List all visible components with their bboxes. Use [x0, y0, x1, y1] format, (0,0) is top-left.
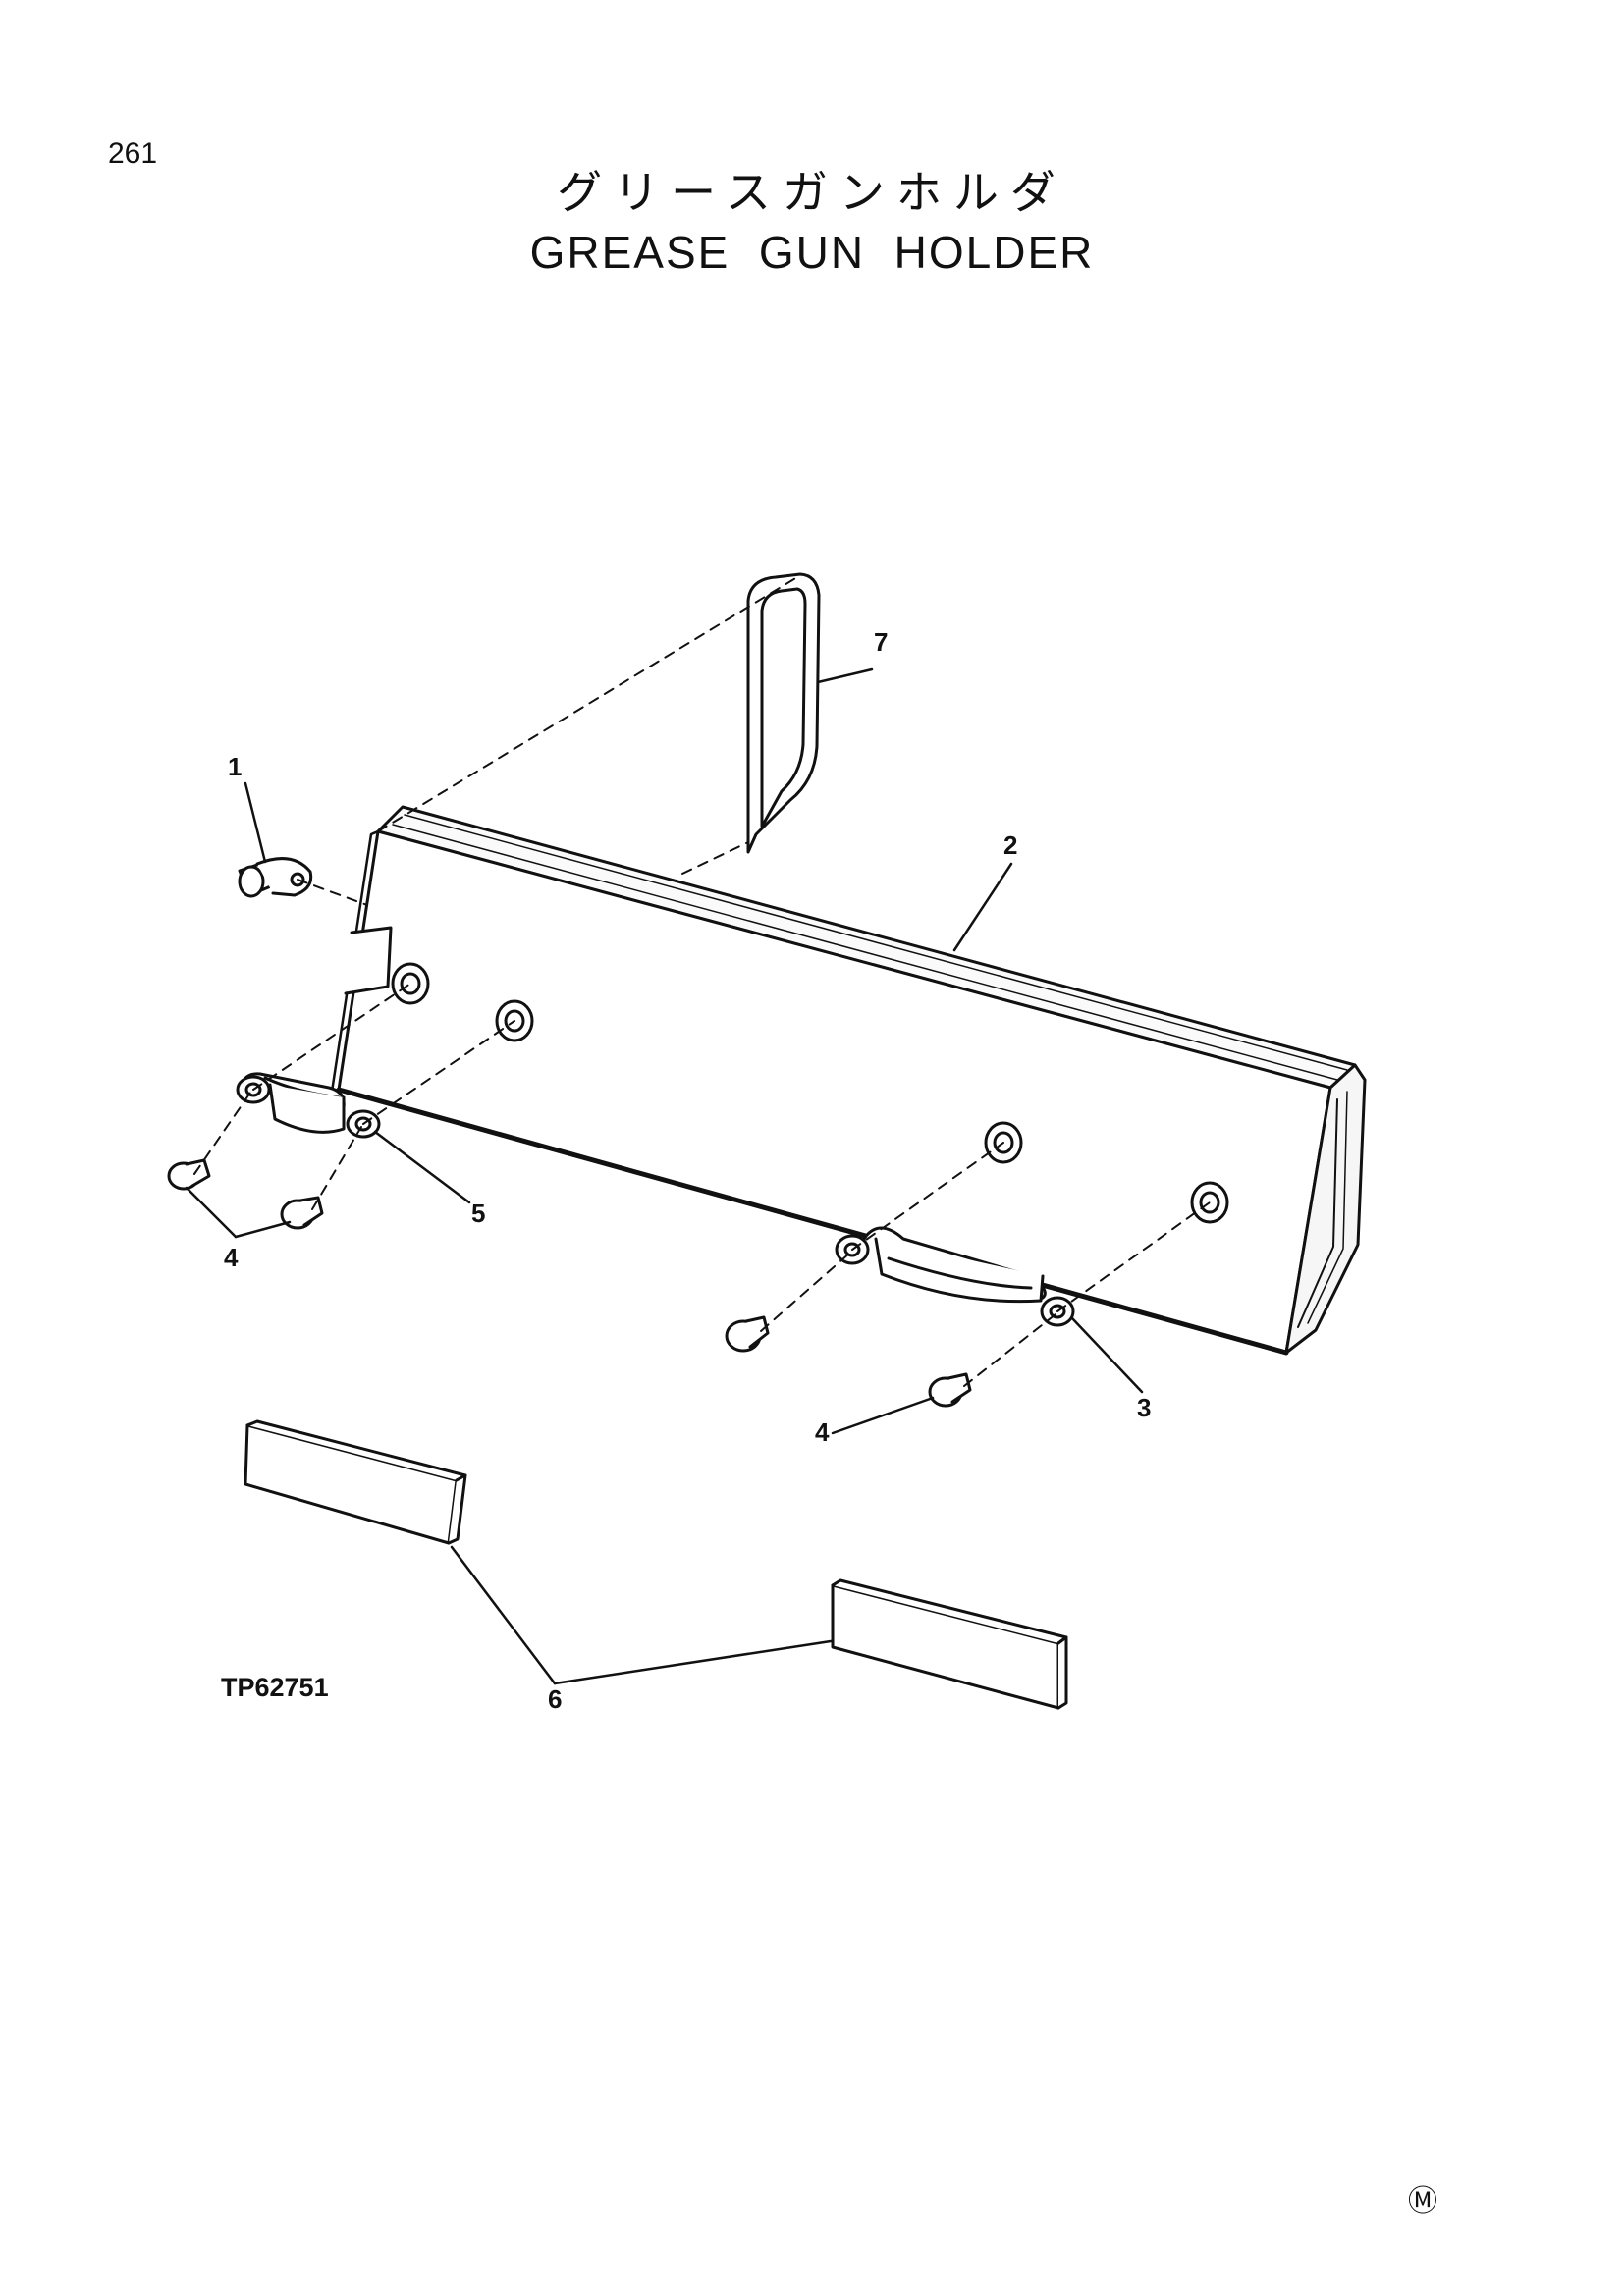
callout-7: 7 [874, 627, 888, 657]
bolt-1 [167, 1158, 211, 1191]
left-clamp-part [236, 1072, 381, 1139]
strip-parts [244, 1419, 1068, 1710]
assembly-lines [193, 576, 1211, 1387]
right-clamp-part [835, 1226, 1075, 1327]
mounting-bosses [391, 962, 1229, 1224]
holder-box-part [330, 805, 1367, 1356]
drawing-code: TP62751 [221, 1673, 329, 1702]
latch-part [238, 857, 313, 898]
callout-4a: 4 [224, 1243, 239, 1272]
title-english: GREASE GUN HOLDER [529, 227, 1095, 278]
page-number: 261 [108, 137, 158, 170]
callout-5: 5 [471, 1199, 485, 1228]
callout-6: 6 [548, 1684, 562, 1714]
callout-4b: 4 [815, 1417, 830, 1447]
title-block: グリースガンホルダ GREASE GUN HOLDER [0, 157, 1624, 279]
callout-3: 3 [1137, 1393, 1151, 1422]
rubber-frame-part [746, 572, 821, 854]
bolt-3 [725, 1315, 770, 1353]
title-japanese: グリースガンホルダ [557, 166, 1067, 219]
bolt-4 [928, 1372, 972, 1408]
callout-2: 2 [1003, 830, 1017, 860]
leader-lines [185, 667, 1144, 1685]
corner-mark: Ⓜ [1408, 2184, 1437, 2218]
bolts-part [167, 1158, 972, 1408]
callout-1: 1 [228, 752, 242, 781]
